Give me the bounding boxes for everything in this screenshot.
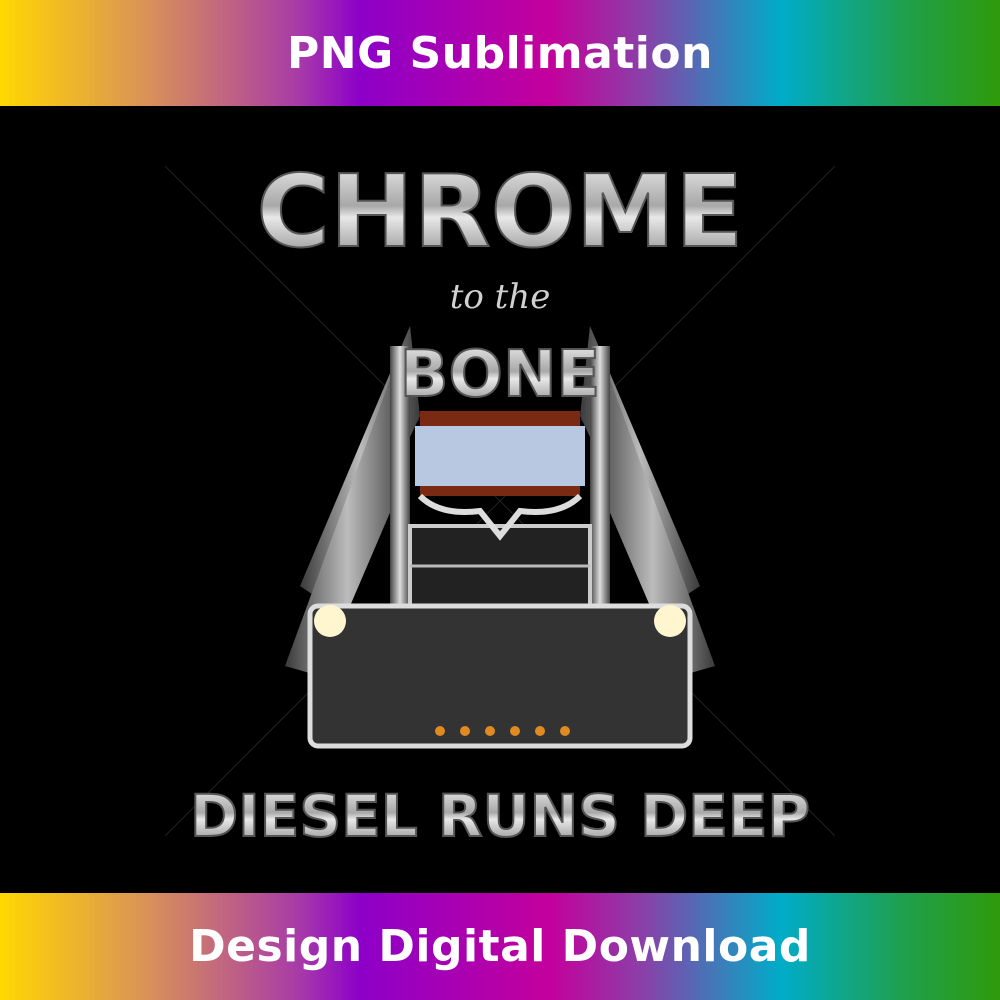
title-bone: BONE (400, 338, 600, 412)
truck-front (307, 346, 693, 749)
truck-illustration: CHROME to the BONE DIESEL RUNS DEEP (164, 152, 836, 851)
top-banner: PNG Sublimation (0, 0, 1000, 106)
top-banner-label: PNG Sublimation (287, 27, 713, 79)
bottom-banner: Design Digital Download (0, 893, 1000, 1000)
title-chrome: CHROME (257, 153, 744, 270)
diagonal-line (164, 165, 836, 837)
tagline: DIESEL RUNS DEEP (190, 782, 810, 850)
bottom-banner-label: Design Digital Download (189, 921, 811, 972)
title-to-the: to the (450, 277, 551, 317)
design-artwork: CHROME to the BONE DIESEL RUNS DEEP (0, 106, 1000, 893)
